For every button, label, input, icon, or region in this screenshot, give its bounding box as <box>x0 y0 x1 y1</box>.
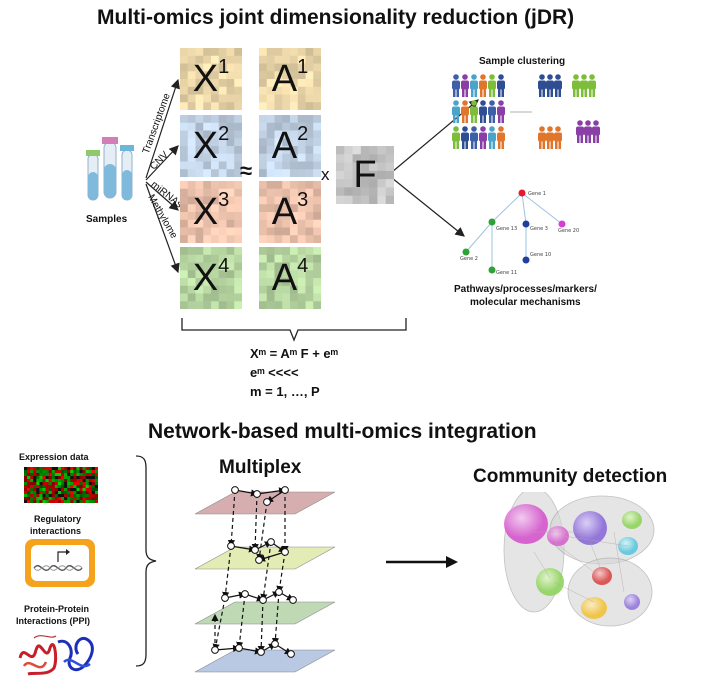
a-matrix-letter: A1 <box>271 55 309 101</box>
network-title: Network-based multi-omics integration <box>148 420 537 443</box>
x-matrix-letter: X3 <box>192 188 230 234</box>
ppi-label-line1: Protein-Protein <box>24 604 90 614</box>
a-matrix-superscript: 4 <box>297 254 309 277</box>
gene-label: Gene 11 <box>496 270 517 276</box>
input-brace <box>135 455 157 667</box>
gene-label: Gene 13 <box>496 226 517 232</box>
a-matrix-base: A <box>271 190 298 233</box>
community-detection-label: Community detection <box>473 466 668 487</box>
a-matrix-3: A3 <box>259 181 321 243</box>
x-matrix-letter: X4 <box>192 254 230 300</box>
gene-label: Gene 2 <box>460 256 478 262</box>
community-detection-graph <box>503 492 655 627</box>
regulatory-label-line2: interactions <box>30 526 82 536</box>
x-matrix-base: X <box>192 256 219 299</box>
a-matrix-4: A4 <box>259 247 321 309</box>
x-matrix-1: X1 <box>180 48 242 110</box>
x-matrix-3: X3 <box>180 181 242 243</box>
x-matrix-base: X <box>192 124 219 167</box>
samples-label: Samples <box>86 214 128 225</box>
x-matrix-letter: X2 <box>192 122 230 168</box>
x-matrix-2: X2 <box>180 115 242 177</box>
equation-line-2: eᵐ <<<< <box>250 365 299 380</box>
f-matrix: F <box>336 146 394 204</box>
a-matrix-letter: A3 <box>271 188 309 234</box>
gene-label: Gene 3 <box>530 226 548 232</box>
expression-heatmap-icon <box>24 467 98 503</box>
expression-data-label: Expression data <box>19 452 89 462</box>
multiplex-network-diagram <box>194 486 336 673</box>
a-matrix-2: A2 <box>259 115 321 177</box>
sample-clustering-label: Sample clustering <box>479 56 566 67</box>
a-matrix-base: A <box>271 124 298 167</box>
protein-structure-icon <box>18 635 94 676</box>
x-matrix-4: X4 <box>180 247 242 309</box>
a-matrix-base: A <box>271 57 298 100</box>
x-matrix-base: X <box>192 190 219 233</box>
regulatory-label-line1: Regulatory <box>34 514 82 524</box>
a-matrix-superscript: 2 <box>297 122 309 145</box>
a-matrix-letter: A2 <box>271 122 309 168</box>
a-matrix-superscript: 1 <box>297 55 309 78</box>
equation-line-1: Xᵐ = Aᵐ F + eᵐ <box>250 346 339 361</box>
omics-label-transcriptome: Transcriptome <box>140 91 173 156</box>
pathways-label-line1: Pathways/processes/markers/ <box>454 284 597 295</box>
times-symbol: x <box>321 165 330 184</box>
jdr-title: Multi-omics joint dimensionality reducti… <box>97 6 575 29</box>
gene-label: Gene 10 <box>530 252 551 258</box>
f-matrix-letter: F <box>353 153 377 196</box>
x-matrix-superscript: 4 <box>218 254 230 277</box>
x-matrix-superscript: 2 <box>218 122 230 145</box>
x-matrix-superscript: 3 <box>218 188 230 211</box>
approx-symbol: ≈ <box>240 158 253 183</box>
gene-label: Gene 1 <box>528 191 546 197</box>
arrow-to-community <box>386 556 458 568</box>
ppi-label-line2: Interactions (PPI) <box>16 616 91 626</box>
x-matrix-base: X <box>192 57 219 100</box>
regulatory-interactions-icon <box>25 539 95 587</box>
a-matrix-superscript: 3 <box>297 188 309 211</box>
sample-clustering-people-icon <box>452 74 600 149</box>
multiplex-label: Multiplex <box>219 457 302 478</box>
gene-label: Gene 20 <box>558 228 579 234</box>
x-matrix-letter: X1 <box>192 55 230 101</box>
gene-network-icon: Gene 1 Gene 13 Gene 3 Gene 20 Gene 2 Gen… <box>460 189 579 276</box>
pathways-label-line2: molecular mechanisms <box>470 297 581 308</box>
a-matrix-1: A1 <box>259 48 321 110</box>
sample-tubes-icon <box>86 137 134 201</box>
x-matrix-superscript: 1 <box>218 55 230 78</box>
a-matrix-letter: A4 <box>271 254 309 300</box>
equation-line-3: m = 1, …, P <box>250 384 320 399</box>
a-matrix-base: A <box>271 256 298 299</box>
